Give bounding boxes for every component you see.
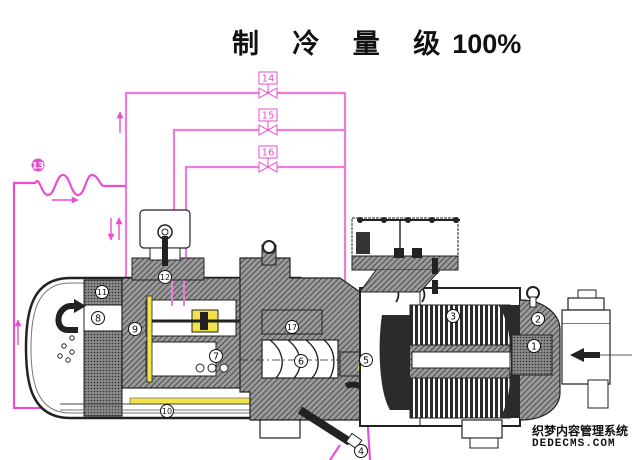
discharge-curve-arrow xyxy=(55,303,78,333)
motor-stator-bottom xyxy=(409,377,511,419)
valve-16[interactable]: 16 xyxy=(258,145,278,173)
component-8-label: 8 xyxy=(95,314,101,325)
watermark-line2: DEDECMS.COM xyxy=(532,438,616,450)
component-4: 4 xyxy=(354,444,368,458)
component-11-label: 11 xyxy=(97,288,107,297)
bearings-7 xyxy=(195,363,229,373)
component-8: 8 xyxy=(91,311,105,325)
component-11: 11 xyxy=(95,285,109,299)
component-13-label: 13 xyxy=(32,162,45,172)
title-capacity: 100% xyxy=(452,29,522,59)
title-chinese: 制 冷 量 级 xyxy=(232,29,453,60)
foot-right xyxy=(461,419,503,439)
suction-flange xyxy=(567,297,605,311)
component-12-label: 12 xyxy=(160,273,170,282)
component-12: 12 xyxy=(158,270,172,284)
motor-stator-top xyxy=(409,304,511,346)
component-17: 17 xyxy=(285,320,299,334)
oil-droplets xyxy=(57,335,75,363)
oil-line-14 xyxy=(124,91,347,300)
component-7: 7 xyxy=(209,349,223,363)
valve-14-label: 14 xyxy=(262,74,275,85)
valve-14[interactable]: 14 xyxy=(258,71,278,99)
component-9: 9 xyxy=(128,322,142,336)
watermark-line1: 织梦内容管理系统 xyxy=(532,424,629,438)
component-5: 5 xyxy=(359,353,373,367)
demister xyxy=(83,279,123,417)
component-3-label: 3 xyxy=(450,312,456,323)
oil-filter-pipe xyxy=(297,406,353,446)
component-6: 6 xyxy=(294,354,308,368)
suction-arrow xyxy=(570,348,600,362)
watermark: 织梦内容管理系统 DEDECMS.COM xyxy=(532,425,628,451)
valve-16-label: 16 xyxy=(262,148,275,159)
component-6-label: 6 xyxy=(298,357,304,368)
component-9-label: 9 xyxy=(132,325,138,336)
valve-15-label: 15 xyxy=(262,111,275,122)
component-labels: 1 2 3 4 5 6 7 8 9 10 11 12 17 xyxy=(91,270,545,458)
component-1-label: 1 xyxy=(531,342,537,353)
piston-rod xyxy=(146,295,153,383)
diagram-title: 制 冷 量 级100% xyxy=(232,22,521,61)
component-4-label: 4 xyxy=(358,447,364,458)
flow-arrows xyxy=(14,111,124,345)
component-17-label: 17 xyxy=(287,323,297,332)
component-3: 3 xyxy=(446,309,460,323)
component-2: 2 xyxy=(531,312,545,326)
component-1: 1 xyxy=(527,339,541,353)
component-7-label: 7 xyxy=(213,352,219,363)
foot-left xyxy=(259,419,301,439)
oil-line-4 xyxy=(329,444,341,460)
component-10-label: 10 xyxy=(162,407,172,416)
component-2-label: 2 xyxy=(535,315,541,326)
compressor-body xyxy=(24,209,632,450)
lifting-eye-1 xyxy=(262,240,276,254)
component-13: 13 xyxy=(31,158,45,172)
heater-coil xyxy=(12,173,105,409)
component-10: 10 xyxy=(160,404,174,418)
valve-15[interactable]: 15 xyxy=(258,108,278,136)
component-5-label: 5 xyxy=(363,356,369,367)
oil-line-16 xyxy=(184,165,345,300)
